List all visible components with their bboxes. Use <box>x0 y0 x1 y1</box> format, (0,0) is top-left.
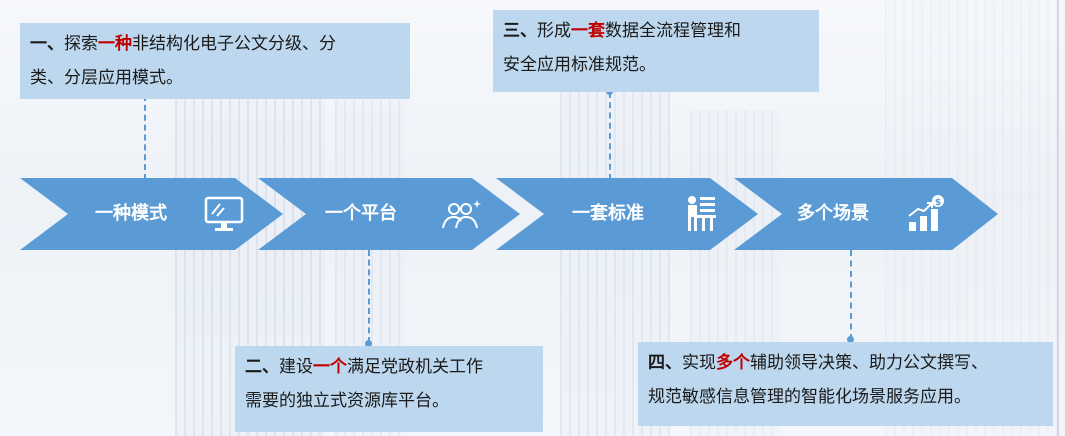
note-1-highlight: 一种 <box>98 34 132 54</box>
step-label-2: 一个平台 <box>325 203 397 224</box>
note-2-highlight: 一个 <box>313 357 347 377</box>
step-label-4: 多个场景 <box>797 203 869 224</box>
note-3-highlight: 一套 <box>571 21 605 41</box>
chevron-3 <box>496 178 758 250</box>
connector-dot-2 <box>365 340 372 347</box>
note-box-4: 四、实现多个辅助领导决策、助力公文撰写、 规范敏感信息管理的智能化场景服务应用。 <box>638 342 1053 426</box>
note-1-pre: 探索 <box>64 34 98 54</box>
note-4-line2: 规范敏感信息管理的智能化场景服务应用。 <box>648 387 971 407</box>
note-2-line2: 需要的独立式资源库平台。 <box>245 391 449 411</box>
users-icon <box>442 200 481 229</box>
note-2-prefix: 二、 <box>245 357 279 377</box>
note-box-2: 二、建设一个满足党政机关工作 需要的独立式资源库平台。 <box>235 346 543 432</box>
note-4-highlight: 多个 <box>716 353 750 373</box>
note-2-text: 满足党政机关工作 <box>347 357 483 377</box>
note-2-pre: 建设 <box>279 357 313 377</box>
note-4-pre: 实现 <box>682 353 716 373</box>
chevron-1 <box>20 178 283 250</box>
note-3-pre: 形成 <box>537 21 571 41</box>
monitor-icon <box>204 196 244 231</box>
step-label-3: 一套标准 <box>572 203 644 224</box>
note-4-prefix: 四、 <box>648 353 682 373</box>
connector-line-3 <box>609 92 611 180</box>
connector-line-1 <box>144 95 146 180</box>
note-box-1: 一、探索一种非结构化电子公文分级、分 类、分层应用模式。 <box>20 23 410 99</box>
note-1-text: 非结构化电子公文分级、分 <box>132 34 336 54</box>
note-3-text: 数据全流程管理和 <box>605 21 741 41</box>
note-3-prefix: 三、 <box>503 21 537 41</box>
step-label-1: 一种模式 <box>95 203 167 224</box>
frame-edge <box>1057 0 1059 436</box>
note-box-3: 三、形成一套数据全流程管理和 安全应用标准规范。 <box>493 10 819 92</box>
workflow-icon <box>688 196 716 231</box>
note-4-text: 辅助领导决策、助力公文撰写、 <box>750 353 988 373</box>
connector-line-4 <box>850 250 852 340</box>
note-1-prefix: 一、 <box>30 34 64 54</box>
growth-chart-icon: $ <box>908 195 944 231</box>
connector-line-2 <box>368 250 370 343</box>
svg-text:$: $ <box>935 198 941 208</box>
chevron-4 <box>734 178 998 250</box>
note-3-line2: 安全应用标准规范。 <box>503 55 656 75</box>
chevron-2 <box>258 178 520 250</box>
note-1-line2: 类、分层应用模式。 <box>30 68 183 88</box>
connector-dot-4 <box>847 336 854 343</box>
